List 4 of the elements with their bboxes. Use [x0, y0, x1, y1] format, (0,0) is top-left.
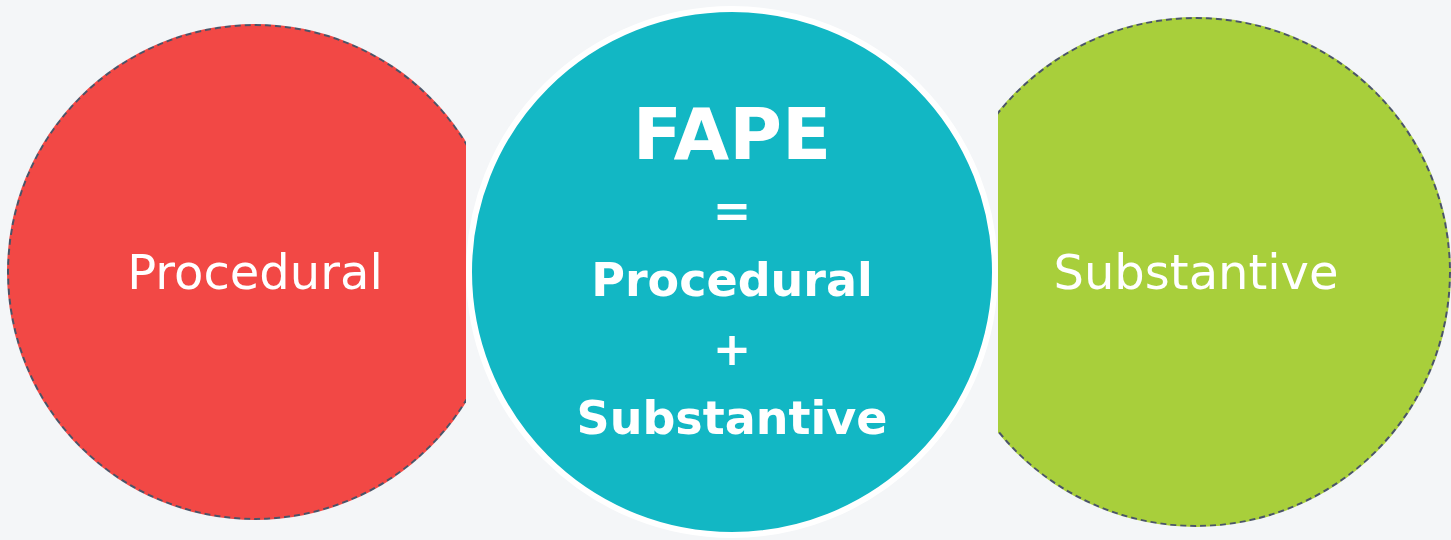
circle-label: Procedural — [127, 244, 383, 300]
formula-text: = Procedural + Substantive — [576, 183, 888, 448]
circle-heading: FAPE — [632, 90, 832, 178]
circle-label: Substantive — [1053, 244, 1339, 300]
